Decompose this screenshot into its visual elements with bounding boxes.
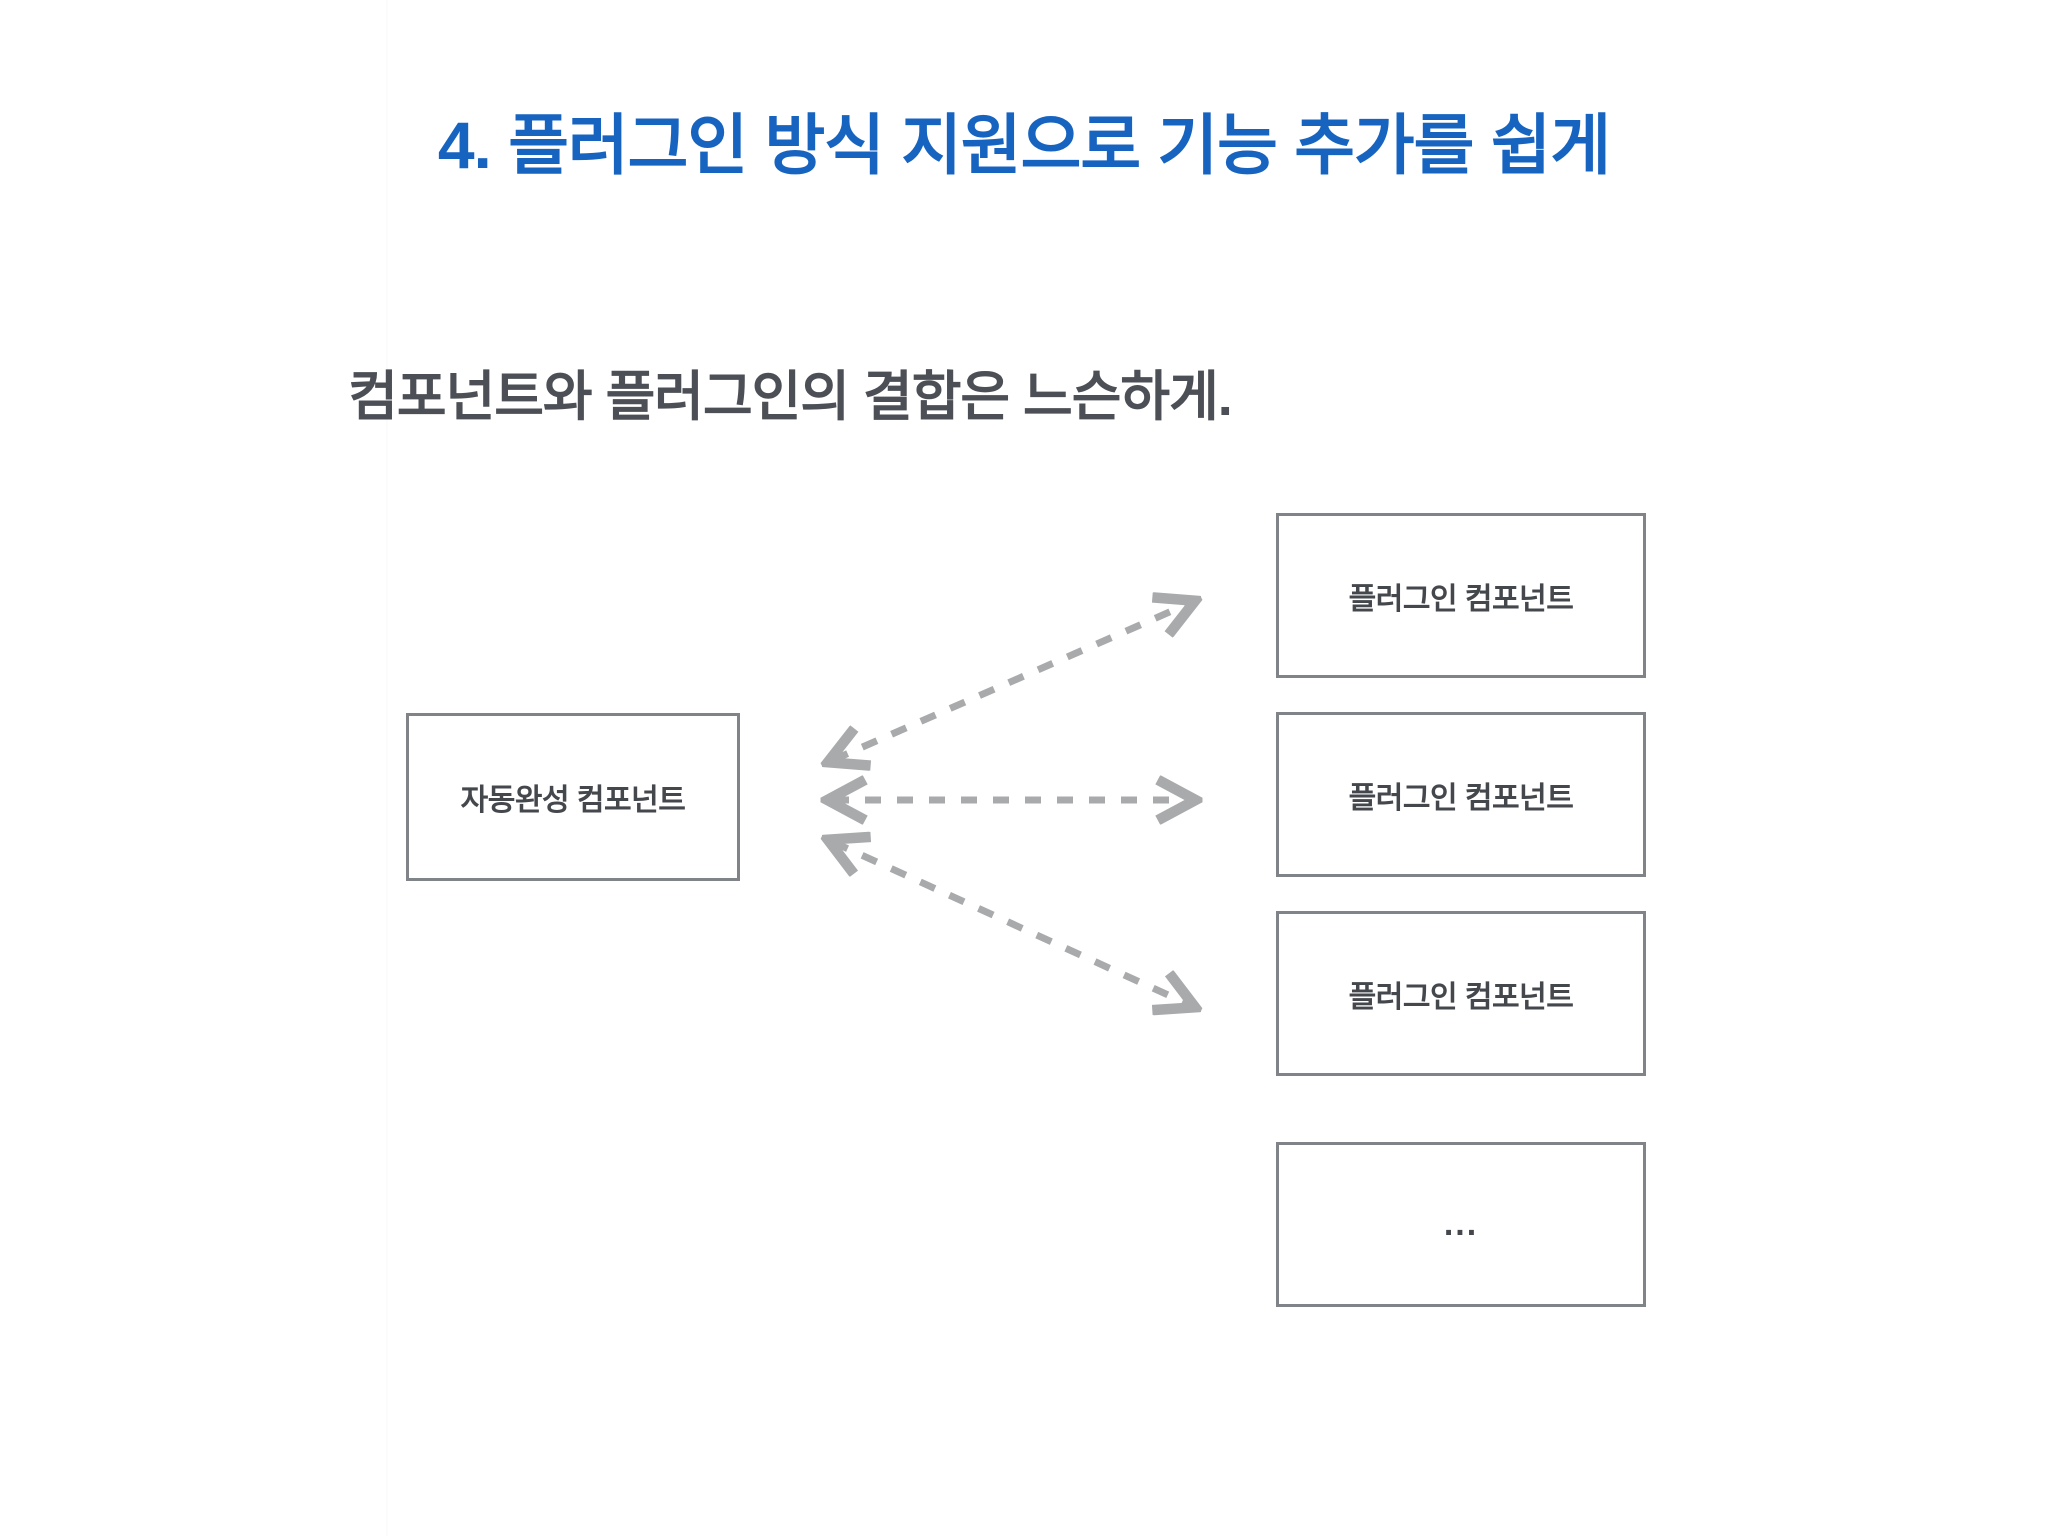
source-component-box[interactable]: 자동완성 컴포넌트 <box>406 713 740 881</box>
plugin-component-box-more[interactable]: ... <box>1276 1142 1646 1307</box>
plugin-component-box-3[interactable]: 플러그인 컴포넌트 <box>1276 911 1646 1076</box>
source-component-label: 자동완성 컴포넌트 <box>460 784 686 817</box>
page-title: 4. 플러그인 방식 지원으로 기능 추가를 쉽게 <box>437 108 1611 182</box>
connector-arrow-3 <box>833 842 1190 1005</box>
plugin-component-box-2[interactable]: 플러그인 컴포넌트 <box>1276 712 1646 877</box>
content-area-edge <box>386 0 388 1536</box>
connector-arrow-1 <box>833 603 1190 760</box>
slide-subtitle: 컴포넌트와 플러그인의 결합은 느슨하게. <box>348 367 1233 427</box>
plugin-component-label-1: 플러그인 컴포넌트 <box>1348 582 1574 616</box>
plugin-component-label-more: ... <box>1443 1205 1479 1243</box>
plugin-component-label-2: 플러그인 컴포넌트 <box>1348 781 1574 815</box>
plugin-component-label-3: 플러그인 컴포넌트 <box>1348 980 1574 1014</box>
plugin-component-box-1[interactable]: 플러그인 컴포넌트 <box>1276 513 1646 678</box>
